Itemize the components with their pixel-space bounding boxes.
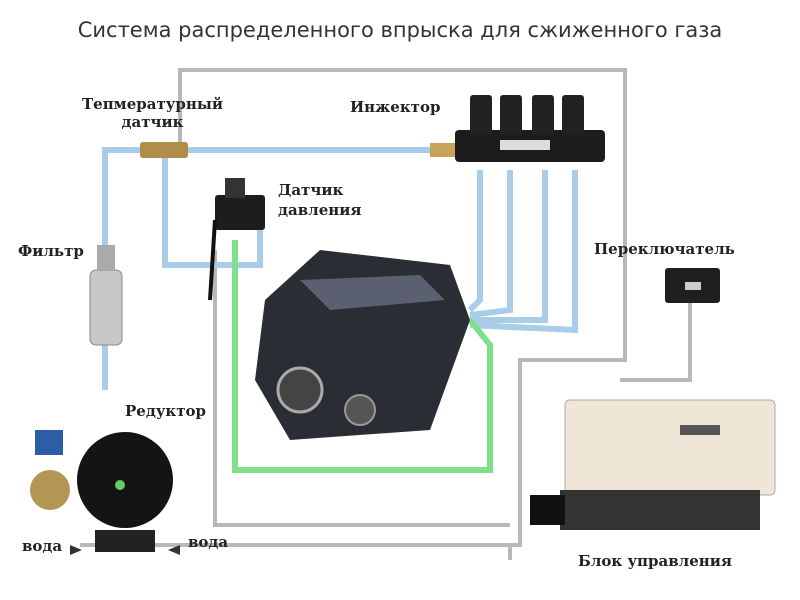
diagram-title: Система распределенного впрыска для сжиж… (77, 18, 723, 42)
pressure-sensor-label: Датчик давления (278, 180, 361, 220)
water-out-label: вода (188, 533, 229, 551)
injector-label: Инжектор (350, 98, 441, 116)
pressure-sensor-label-line1: Датчик (278, 181, 344, 199)
temperature-sensor-label-line2: датчик (121, 113, 184, 131)
engine-icon (255, 250, 470, 440)
pressure-line (232, 240, 493, 473)
filter-label: Фильтр (18, 242, 84, 260)
reducer-icon (30, 430, 173, 552)
temperature-sensor-label-line1: Тепмературный (82, 95, 223, 113)
temperature-sensor-icon (140, 142, 188, 158)
pressure-sensor-icon (208, 178, 265, 301)
filter-icon (89, 245, 123, 346)
pressure-sensor-label-line2: давления (278, 201, 362, 219)
switch-label: Переключатель (594, 240, 735, 258)
wires (80, 68, 692, 560)
water-in-label: вода (22, 537, 63, 555)
ecu-label: Блок управления (578, 552, 732, 570)
reducer-label: Редуктор (125, 402, 207, 420)
injector-rail-icon (430, 95, 605, 162)
ecu-icon (530, 399, 776, 530)
temperature-sensor-label: Тепмературный датчик (82, 95, 223, 131)
